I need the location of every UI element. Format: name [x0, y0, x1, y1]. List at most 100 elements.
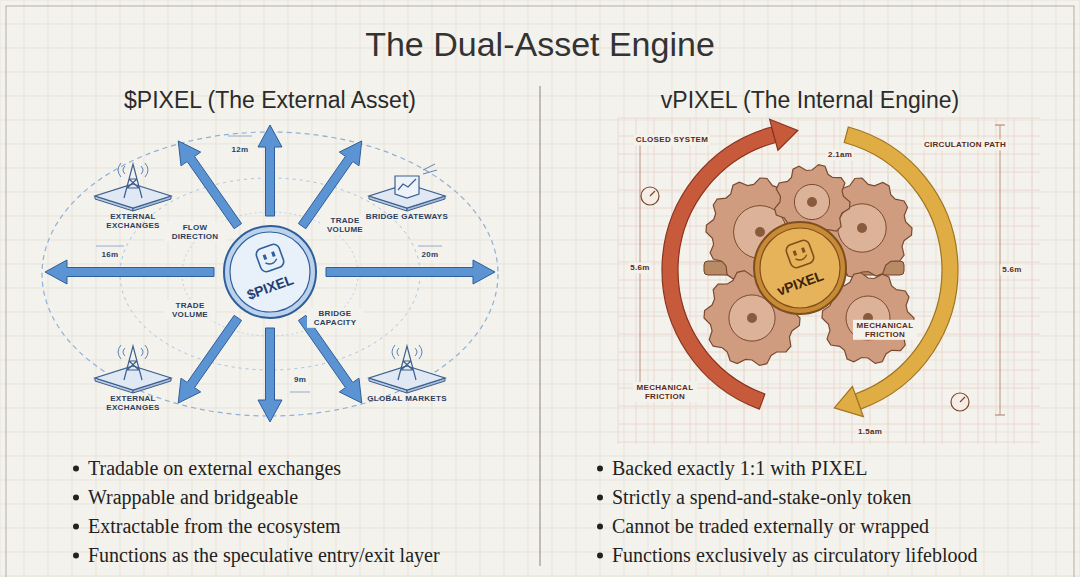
dimension-label: 5.6m — [628, 262, 651, 273]
engine-grid — [618, 424, 1040, 425]
flow-arrow — [178, 315, 241, 403]
paper-grid — [960, 0, 961, 577]
coin-part — [263, 254, 268, 260]
engine-grid — [618, 442, 1040, 443]
pressure-gauge — [641, 187, 659, 205]
paper-grid — [0, 0, 1080, 1]
paper-grid — [0, 576, 1080, 577]
coin-part — [265, 259, 277, 266]
flow-arrow — [326, 260, 495, 284]
pressure-gauge — [641, 187, 659, 205]
coin-part — [271, 251, 276, 257]
flow-arrow — [258, 125, 282, 216]
gear — [807, 197, 817, 207]
coin-part — [785, 239, 816, 270]
engine-grid — [996, 118, 997, 444]
platform-part — [398, 346, 416, 380]
paper-grid — [0, 24, 1080, 25]
flow-arrow — [258, 328, 282, 422]
external-flow-illustration — [42, 125, 498, 422]
callout-label: TRADE VOLUME — [320, 215, 370, 235]
gear — [794, 184, 829, 219]
platform-part — [392, 345, 422, 359]
platform-part — [124, 346, 142, 380]
dimension-label: 12m — [230, 144, 251, 155]
gear — [747, 313, 757, 323]
column-heading: $PIXEL (The External Asset) — [124, 87, 416, 114]
engine-grid — [924, 118, 925, 444]
coin-part — [795, 255, 807, 262]
coin-shape — [752, 220, 848, 316]
platform-shape — [365, 342, 449, 394]
dimension-label: 2.1am — [826, 149, 854, 160]
platform-label: EXTERNAL EXCHANGES — [91, 394, 175, 412]
pressure-gauge — [960, 397, 965, 402]
engine-grid — [1032, 118, 1033, 444]
coin-part — [230, 232, 310, 312]
engine-grid — [618, 118, 1040, 444]
platform-label: EXTERNAL EXCHANGES — [91, 212, 175, 230]
bullet-item: Functions exclusively as circulatory lif… — [612, 544, 977, 567]
flow-arrow — [45, 260, 214, 284]
token-coin: $PIXEL — [222, 224, 318, 320]
engine-grid — [1014, 118, 1015, 444]
platform-part — [118, 163, 148, 177]
platform-shape — [91, 342, 175, 394]
platform-part — [124, 164, 142, 198]
column-divider — [539, 86, 540, 566]
pressure-gauge — [951, 393, 969, 411]
platform-shape — [91, 160, 175, 212]
coin-part — [754, 222, 846, 314]
column-heading: vPIXEL (The Internal Engine) — [661, 87, 959, 114]
callout-label: MECHANICAL FRICTION — [633, 382, 697, 402]
dimension-tick — [995, 415, 1005, 416]
bullet-item: Extractable from the ecosystem — [88, 515, 341, 538]
token-coin: vPIXEL — [752, 220, 848, 316]
circulation-arrow — [834, 387, 863, 417]
platform-part — [423, 164, 437, 174]
platform-part — [395, 176, 419, 198]
circulation-arrow — [844, 127, 958, 409]
dimension-label: 9m — [292, 374, 308, 385]
flow-arrow — [298, 315, 361, 403]
coin-part — [255, 243, 286, 274]
dimension-tick — [228, 136, 252, 137]
bullet-item: Backed exactly 1:1 with PIXEL — [612, 457, 868, 480]
dimension-label: 20m — [420, 249, 441, 260]
circulation-arrow — [770, 119, 798, 150]
bullet-item: Wrappable and bridgeable — [88, 486, 298, 509]
bullet-item: Cannot be traded externally or wrapped — [612, 515, 929, 538]
coin-shape — [222, 224, 318, 320]
platform-part — [118, 345, 148, 359]
callout-label: BRIDGE CAPACITY — [307, 308, 363, 328]
gear — [857, 223, 867, 233]
circulation-arrow — [834, 127, 958, 417]
diagram-title: The Dual-Asset Engine — [365, 25, 715, 64]
dimension-label: 16m — [100, 249, 121, 260]
internal-engine-illustration — [618, 118, 1040, 444]
platform-node: EXTERNAL EXCHANGES — [91, 160, 175, 235]
coin-part — [793, 250, 798, 256]
coin-part — [224, 226, 316, 318]
platform-part — [398, 179, 416, 190]
pressure-gauge — [951, 393, 969, 411]
callout-label: TRADE VOLUME — [165, 300, 215, 320]
dimension-tick — [290, 392, 310, 393]
engine-grid — [618, 406, 1040, 407]
platform-label: GLOBAL MARKETS — [365, 394, 449, 403]
gear — [755, 227, 765, 237]
engine-grid — [978, 118, 979, 444]
engine-grid — [618, 172, 1040, 173]
dimension-tick — [96, 246, 124, 247]
callout-label: CLOSED SYSTEM — [634, 134, 710, 145]
paper-grid — [1032, 0, 1033, 577]
platform-shape — [365, 160, 449, 212]
dimension-label: 5.6m — [1000, 264, 1023, 275]
bullet-item: Functions as the speculative entry/exit … — [88, 544, 440, 567]
bullet-item: Strictly a spend-and-stake-only token — [612, 486, 911, 509]
bullet-item: Tradable on external exchanges — [88, 457, 341, 480]
callout-label: MECHANICAL FRICTION — [853, 320, 917, 340]
dimension-tick — [418, 246, 442, 247]
